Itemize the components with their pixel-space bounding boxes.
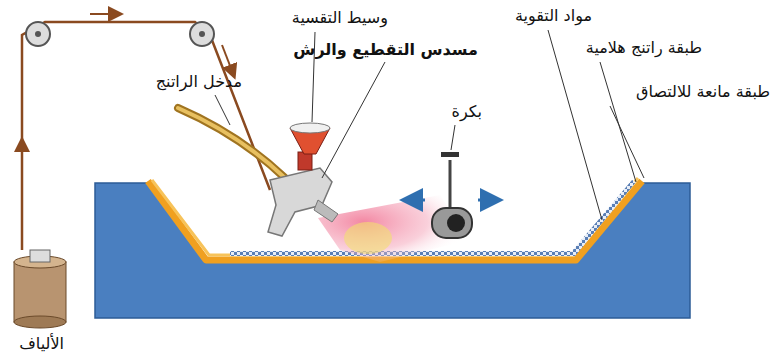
leader-lines: [215, 30, 644, 220]
release-label: طبقة مانعة للالتصاق: [636, 82, 770, 101]
pulley: [26, 22, 214, 46]
hardener-label: وسيط التقسية: [292, 8, 388, 27]
chopper-gun: [268, 123, 338, 236]
fiber-label: الألياف: [19, 334, 64, 353]
gelcoat-label: طبقة راتنج هلامية: [586, 38, 702, 57]
resin-hose: [178, 108, 285, 178]
fiber-spool: [14, 250, 66, 328]
roller: [405, 152, 498, 238]
reinforcement-label: مواد التقوية: [515, 6, 592, 25]
roller-label: بكرة: [452, 102, 483, 121]
resin-inlet-label: مدخل الراتنج: [156, 72, 242, 91]
gun-label: مسدس التقطيع والرش: [293, 40, 478, 59]
mold: [95, 183, 690, 318]
